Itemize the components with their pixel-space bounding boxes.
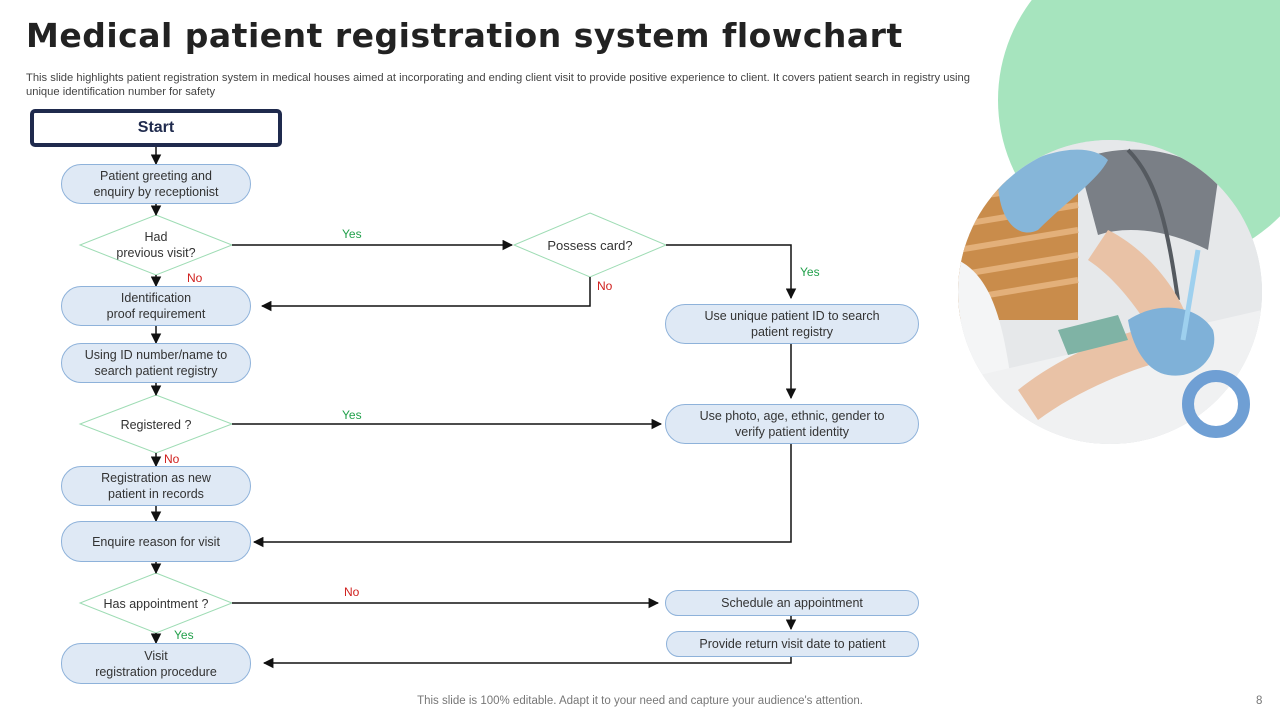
return-visit-node: Provide return visit date to patient xyxy=(666,631,919,657)
registration-new-node: Registration as new patient in records xyxy=(61,466,251,506)
verify-identity-node: Use photo, age, ethnic, gender to verify… xyxy=(665,404,919,444)
identification-proof-node: Identification proof requirement xyxy=(61,286,251,326)
edge-label-previous-no: No xyxy=(187,271,203,285)
pen xyxy=(1180,249,1201,341)
pressure-cuff xyxy=(1078,149,1218,250)
search-registry-node: Using ID number/name to search patient r… xyxy=(61,343,251,383)
decorative-blue-ring xyxy=(1182,370,1250,438)
start-node: Start xyxy=(30,109,282,147)
registered-label: Registered ? xyxy=(120,418,192,432)
slide-title: Medical patient registration system flow… xyxy=(26,16,903,55)
photo-illustration xyxy=(958,140,1262,444)
schedule-appointment-node: Schedule an appointment xyxy=(665,590,919,616)
footer-note: This slide is 100% editable. Adapt it to… xyxy=(417,695,863,707)
possess-card-label: Possess card? xyxy=(547,238,633,253)
gloved-hand-bottom xyxy=(1128,307,1215,376)
greeting-node: Patient greeting and enquiry by receptio… xyxy=(61,164,251,204)
edge-label-appointment-no: No xyxy=(344,585,360,599)
enquire-reason-node: Enquire reason for visit xyxy=(61,521,251,562)
slide-subtitle: This slide highlights patient registrati… xyxy=(26,72,970,98)
edge-label-previous-yes: Yes xyxy=(342,227,362,241)
use-unique-id-node: Use unique patient ID to search patient … xyxy=(665,304,919,344)
arrow-card-yes-to-unique-id xyxy=(666,244,797,300)
edge-label-card-yes: Yes xyxy=(800,265,820,279)
edge-label-registered-no: No xyxy=(164,452,180,466)
edge-label-card-no: No xyxy=(597,279,613,293)
gloved-hand-top xyxy=(998,149,1108,233)
edge-label-appointment-yes: Yes xyxy=(174,628,194,642)
edge-label-registered-yes: Yes xyxy=(342,408,362,422)
visit-registration-node: Visit registration procedure xyxy=(61,643,251,684)
arrow-card-no-to-idproof xyxy=(260,277,591,312)
arrow-verify-to-enquire xyxy=(252,444,792,548)
arrow-return-to-visit xyxy=(262,657,792,669)
page-number: 8 xyxy=(1256,695,1263,707)
has-appointment-label: Has appointment ? xyxy=(103,597,209,611)
had-previous-visit-label: Had previous visit? xyxy=(116,230,196,260)
